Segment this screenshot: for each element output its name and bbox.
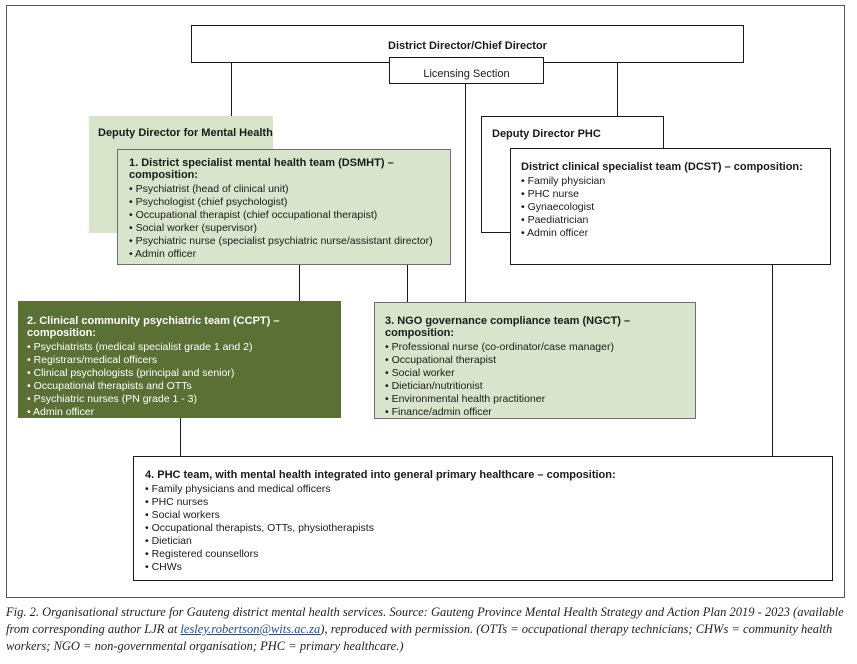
list-item: Psychologist (chief psychologist): [129, 196, 450, 209]
list-item: Psychiatrists (medical specialist grade …: [27, 341, 341, 354]
dsmht-box: 1. District specialist mental health tea…: [117, 149, 451, 265]
dsmht-list: Psychiatrist (head of clinical unit) Psy…: [129, 183, 450, 261]
deputy-phc-title: Deputy Director PHC: [492, 128, 601, 140]
list-item: Psychiatric nurse (specialist psychiatri…: [129, 235, 450, 248]
ngct-list: Professional nurse (co-ordinator/case ma…: [385, 341, 695, 419]
author-email-link[interactable]: lesley.robertson@wits.ac.za: [180, 622, 321, 636]
connector-director-to-deputy-mh: [231, 62, 232, 117]
connector-dcst-to-phc: [772, 264, 773, 457]
dsmht-title: 1. District specialist mental health tea…: [129, 157, 394, 181]
phc-team-title: 4. PHC team, with mental health integrat…: [145, 469, 616, 481]
phc-team-box: 4. PHC team, with mental health integrat…: [133, 456, 833, 581]
connector-dsmht-to-ccpt: [299, 264, 300, 302]
ngct-title: 3. NGO governance compliance team (NGCT)…: [385, 315, 631, 339]
list-item: CHWs: [145, 561, 832, 574]
list-item: Social worker (supervisor): [129, 222, 450, 235]
list-item: Registrars/medical officers: [27, 354, 341, 367]
dcst-title: District clinical specialist team (DCST)…: [521, 161, 803, 173]
list-item: Registered counsellors: [145, 548, 832, 561]
list-item: Social workers: [145, 509, 832, 522]
list-item: PHC nurse: [521, 188, 830, 201]
deputy-mental-health-title: Deputy Director for Mental Health: [98, 127, 273, 139]
connector-ccpt-to-phc: [180, 417, 181, 457]
ccpt-list: Psychiatrists (medical specialist grade …: [27, 341, 341, 419]
caption-text-end: ), reproduced with permission. (OTTs = o…: [6, 622, 833, 653]
district-director-title: District Director/Chief Director: [388, 40, 547, 52]
list-item: Occupational therapists, OTTs, physiothe…: [145, 522, 832, 535]
list-item: Environmental health practitioner: [385, 393, 695, 406]
list-item: Clinical psychologists (principal and se…: [27, 367, 341, 380]
list-item: Occupational therapist (chief occupation…: [129, 209, 450, 222]
dcst-list: Family physician PHC nurse Gynaecologist…: [521, 175, 830, 240]
list-item: Admin officer: [129, 248, 450, 261]
list-item: Dietician/nutritionist: [385, 380, 695, 393]
list-item: Social worker: [385, 367, 695, 380]
figure-caption: Fig. 2. Organisational structure for Gau…: [6, 604, 851, 655]
list-item: Family physicians and medical officers: [145, 483, 832, 496]
dcst-box: District clinical specialist team (DCST)…: [510, 148, 831, 265]
list-item: PHC nurses: [145, 496, 832, 509]
list-item: Family physician: [521, 175, 830, 188]
list-item: Occupational therapists and OTTs: [27, 380, 341, 393]
phc-team-list: Family physicians and medical officers P…: [145, 483, 832, 574]
list-item: Admin officer: [521, 227, 830, 240]
list-item: Gynaecologist: [521, 201, 830, 214]
connector-licensing-to-ngct: [465, 83, 466, 303]
list-item: Psychiatrist (head of clinical unit): [129, 183, 450, 196]
caption-text-start: Fig. 2. Organisational structure for Gau…: [6, 605, 844, 636]
licensing-section-label: Licensing Section: [423, 68, 510, 80]
list-item: Occupational therapist: [385, 354, 695, 367]
licensing-section-box: Licensing Section: [389, 57, 544, 84]
ccpt-box: 2. Clinical community psychiatric team (…: [18, 301, 341, 418]
list-item: Psychiatric nurses (PN grade 1 - 3): [27, 393, 341, 406]
ccpt-title: 2. Clinical community psychiatric team (…: [27, 315, 280, 339]
connector-dsmht-to-ngct: [407, 264, 408, 302]
list-item: Paediatrician: [521, 214, 830, 227]
connector-director-to-deputy-phc: [617, 62, 618, 117]
list-item: Dietician: [145, 535, 832, 548]
list-item: Admin officer: [27, 406, 341, 419]
list-item: Finance/admin officer: [385, 406, 695, 419]
ngct-box: 3. NGO governance compliance team (NGCT)…: [374, 302, 696, 419]
list-item: Professional nurse (co-ordinator/case ma…: [385, 341, 695, 354]
diagram-frame: [6, 5, 845, 598]
